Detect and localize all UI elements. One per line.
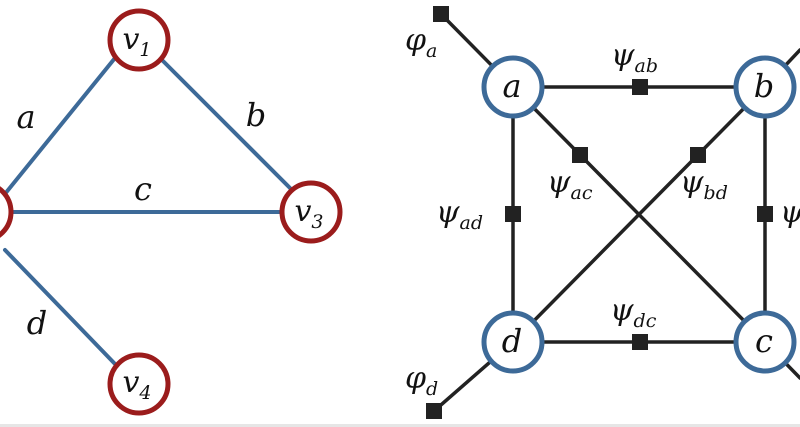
- label-psi-bd-sub: bd: [704, 182, 728, 204]
- label-psi-ac: ψ: [547, 165, 571, 200]
- label-psi-ab: ψ: [611, 38, 635, 73]
- node-d: d: [481, 310, 545, 374]
- label-psi-dc-sub: dc: [634, 310, 657, 332]
- node-v4-sub: 4: [138, 382, 151, 404]
- left-graph: v1 v3 v4 a b c d: [0, 8, 343, 416]
- svg-text:v1: v1: [122, 22, 151, 61]
- svg-text:ψac: ψac: [547, 165, 593, 204]
- edge-label-b: b: [246, 96, 266, 134]
- edge-b-d: [511, 85, 767, 344]
- label-psi-ab-sub: ab: [635, 55, 659, 77]
- node-a: a: [481, 55, 545, 119]
- factor-psi-ab: [632, 79, 648, 95]
- label-phi-a-sub: a: [426, 40, 437, 62]
- label-phi-d: φ: [405, 361, 426, 396]
- edge-label-d: d: [27, 304, 47, 342]
- factor-psi-bc: [757, 206, 773, 222]
- label-psi-ad: ψ: [436, 195, 460, 230]
- svg-text:ψdc: ψdc: [610, 293, 657, 332]
- label-phi-a: φ: [405, 23, 426, 58]
- svg-text:φd: φd: [405, 361, 438, 400]
- node-d-label: d: [502, 322, 522, 360]
- node-c: c: [733, 310, 797, 374]
- node-a-label: a: [502, 67, 521, 105]
- label-psi-bc-partial: ψ: [780, 195, 800, 230]
- factor-psi-ad: [505, 206, 521, 222]
- svg-text:φa: φa: [405, 23, 437, 62]
- svg-text:v4: v4: [122, 365, 151, 404]
- node-v4: v4: [107, 352, 171, 416]
- factor-psi-dc: [632, 334, 648, 350]
- factor-psi-ac: [572, 147, 588, 163]
- label-phi-d-sub: d: [426, 378, 438, 400]
- node-b: b: [733, 55, 797, 119]
- node-v3-sub: 3: [311, 211, 323, 233]
- svg-text:ψ: ψ: [780, 195, 800, 230]
- node-v1: v1: [107, 8, 171, 72]
- node-v1-sub: 1: [139, 39, 151, 61]
- node-b-label: b: [754, 67, 774, 105]
- node-c-label: c: [755, 322, 773, 360]
- label-psi-ac-sub: ac: [571, 182, 593, 204]
- node-v3: v3: [279, 180, 343, 244]
- factor-psi-bd: [690, 147, 706, 163]
- edge-label-a: a: [16, 98, 35, 136]
- node-v3-label: v: [294, 194, 311, 229]
- edge-a: [0, 56, 117, 202]
- factor-phi-d: [426, 403, 442, 419]
- svg-text:ψbd: ψbd: [680, 165, 728, 204]
- node-v1-label: v: [122, 22, 139, 57]
- edge-label-c: c: [134, 170, 152, 208]
- label-psi-dc: ψ: [610, 293, 634, 328]
- label-psi-ad-sub: ad: [460, 212, 484, 234]
- svg-text:v3: v3: [294, 194, 323, 233]
- node-v4-label: v: [122, 365, 139, 400]
- edge-d: [3, 248, 118, 367]
- svg-text:ψab: ψab: [611, 38, 658, 77]
- factor-graph: a b c d φa φd ψab ψac ψbd ψad ψdc ψ: [405, 6, 800, 419]
- node-v2-partial: [0, 186, 14, 238]
- svg-text:ψad: ψad: [436, 195, 483, 234]
- bottom-rule: [0, 424, 800, 427]
- factor-phi-a: [433, 6, 449, 22]
- label-psi-bd: ψ: [680, 165, 704, 200]
- edge-b: [160, 58, 294, 192]
